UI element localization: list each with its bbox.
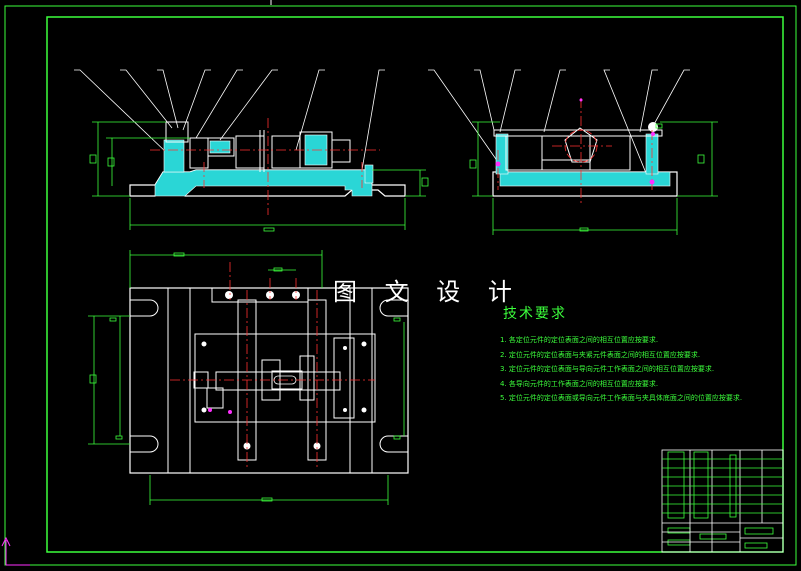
- tech-requirement-item: 5. 定位元件的定位表面或导向元件工作表面与夹具体底面之间的位置应按要求.: [500, 394, 743, 402]
- side-dimensions: [469, 121, 718, 235]
- tech-requirement-item: 1. 各定位元件的定位表面之间的相互位置应按要求.: [500, 336, 659, 344]
- side-view: [428, 69, 718, 235]
- front-section-view: [74, 69, 429, 232]
- top-plan-view: [88, 250, 409, 505]
- front-dimensions: [89, 121, 429, 232]
- tech-requirement-item: 2. 定位元件的定位表面与夹紧元件表面之间的相互位置应按要求.: [500, 350, 701, 359]
- tech-requirements-title: 技术要求: [503, 306, 567, 322]
- top-dimensions: [88, 250, 405, 505]
- ucs-icon: [1, 536, 30, 566]
- tech-requirement-item: 4. 各导向元件的工作表面之间的相互位置应按要求.: [500, 379, 659, 388]
- tech-requirements-list: 1. 各定位元件的定位表面之间的相互位置应按要求. 2. 定位元件的定位表面与夹…: [500, 333, 742, 406]
- tech-requirement-item: 3. 定位元件的定位表面与导向元件工作表面之间的相互位置应按要求.: [500, 365, 715, 373]
- drawing-frame: [4, 5, 797, 566]
- front-leader-lines: [74, 69, 385, 171]
- watermark-text: 图 文 设 计: [333, 278, 522, 306]
- side-leader-lines: [428, 69, 690, 179]
- title-block: [661, 449, 784, 553]
